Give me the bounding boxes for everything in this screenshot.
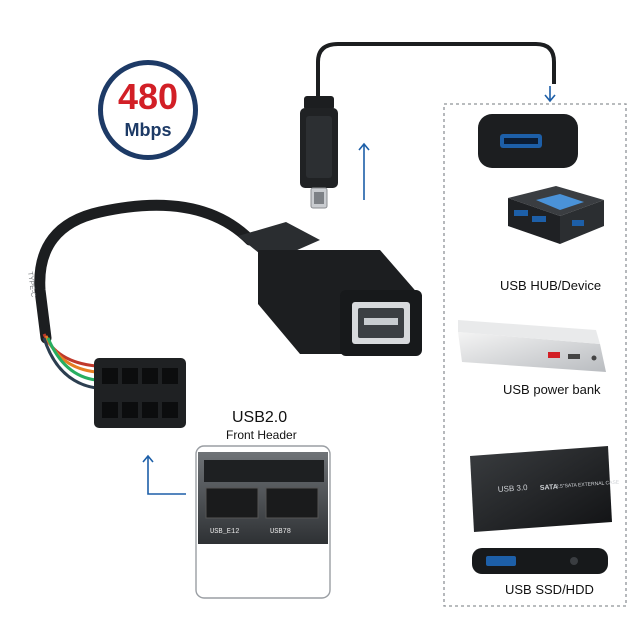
cable-print: TYPE-C xyxy=(26,271,37,297)
header-subtitle: Front Header xyxy=(226,428,297,442)
speed-badge: 480 Mbps xyxy=(98,60,198,160)
speed-unit: Mbps xyxy=(124,120,172,140)
header-wires xyxy=(42,333,97,390)
main-cable xyxy=(34,199,256,344)
speed-value: 480 xyxy=(117,76,179,117)
ssd-enclosure-device: USB 3.0 SATA 2.5"SATA EXTERNAL CASE xyxy=(470,446,620,532)
arrow-up-icon xyxy=(358,142,370,200)
board-label-right: USB78 xyxy=(270,528,291,536)
enclosure-brand: USB 3.0 xyxy=(498,483,529,494)
ssd-side-device xyxy=(472,548,608,574)
usb-hub-device xyxy=(508,186,604,244)
label-power-bank: USB power bank xyxy=(503,382,601,397)
enclosure-model: 2.5"SATA EXTERNAL CASE xyxy=(556,480,620,490)
upper-cable xyxy=(316,42,556,96)
hub-port-closeup xyxy=(478,114,578,168)
label-usb-hub: USB HUB/Device xyxy=(500,278,602,293)
type-c-plug xyxy=(300,96,338,209)
arrow-elbow-icon xyxy=(142,454,186,495)
arrow-down-icon xyxy=(544,86,556,103)
usb-a-female-connector xyxy=(238,222,422,356)
power-bank-device xyxy=(458,320,606,372)
nine-pin-header xyxy=(94,358,186,428)
header-title: USB2.0 xyxy=(232,409,288,426)
label-usb-ssd: USB SSD/HDD xyxy=(505,582,594,597)
device-panel-frame xyxy=(443,103,627,607)
motherboard-photo: USB_E12 USB78 xyxy=(195,445,331,599)
board-label-left: USB_E12 xyxy=(210,528,239,536)
enclosure-tag: SATA xyxy=(540,484,558,492)
